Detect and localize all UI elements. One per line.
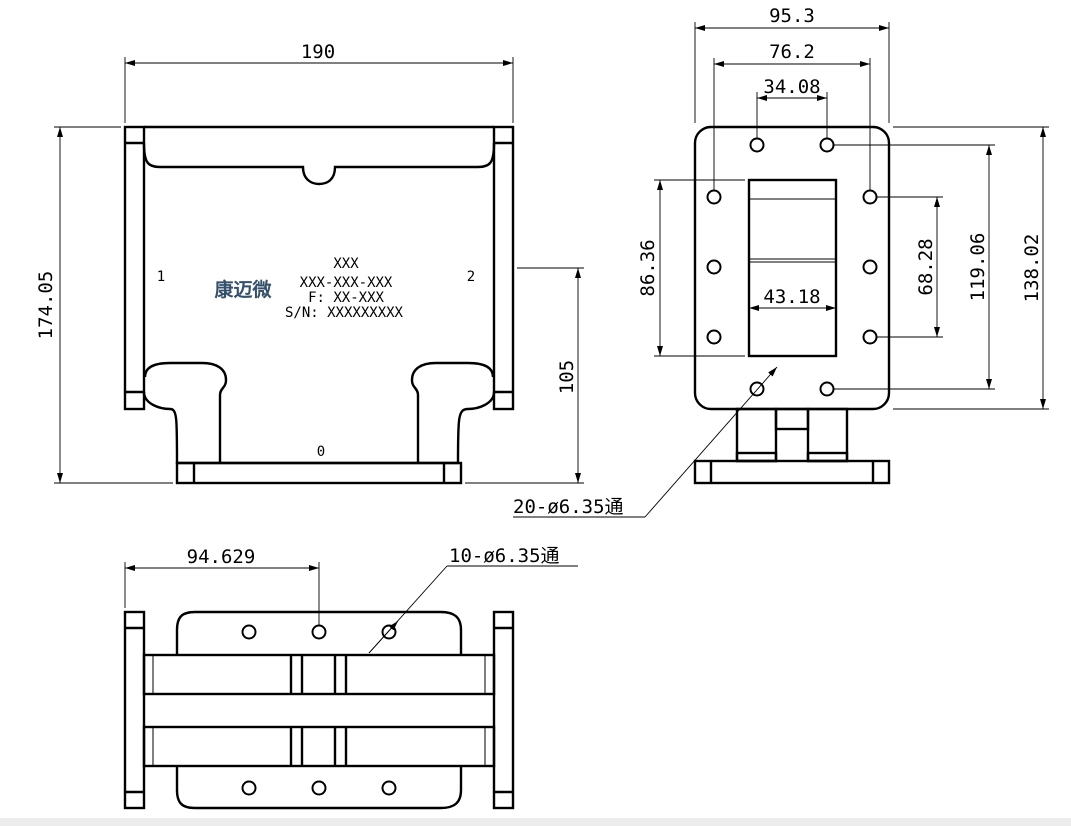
side-hole <box>862 329 878 345</box>
label-line3: F: XX-XXX <box>308 290 384 306</box>
dim-side-outer-width: 95.3 <box>769 5 815 27</box>
left-flange <box>123 125 146 411</box>
side-hole-note: 20-ø6.35通 <box>513 496 624 518</box>
bottom-bar-upper <box>142 653 496 696</box>
bottom-hole-note: 10-ø6.35通 <box>449 545 560 567</box>
side-flange <box>693 125 891 411</box>
bottom-hole <box>241 780 257 796</box>
side-hole <box>819 137 835 153</box>
label-line1: XXX <box>333 256 359 272</box>
dim-side-hole-span: 76.2 <box>769 41 815 63</box>
dim-side-inner-span: 34.08 <box>763 76 820 98</box>
bottom-bar-lower <box>142 725 496 768</box>
side-hole <box>862 259 878 275</box>
side-hole <box>819 381 835 397</box>
side-hole <box>706 259 722 275</box>
side-base-flange <box>693 459 891 485</box>
right-flange <box>492 125 515 411</box>
side-view: 95.3 76.2 34.08 86.36 43.18 68.28 119.06 <box>513 5 1049 518</box>
dim-side-hole-height: 119.06 <box>967 233 989 302</box>
dim-side-total-height: 138.02 <box>1021 234 1043 303</box>
bottom-hole <box>241 624 257 640</box>
front-view: XXX XXX-XXX-XXX F: XX-XXX S/N: XXXXXXXXX… <box>35 41 584 485</box>
side-hole <box>706 329 722 345</box>
bottom-left-flange <box>123 610 146 810</box>
dim-side-inner-height: 68.28 <box>915 238 937 295</box>
dim-front-height: 174.05 <box>35 271 57 340</box>
bottom-top-plate <box>175 610 463 655</box>
side-hole <box>862 189 878 205</box>
dim-port-height: 105 <box>556 360 578 394</box>
bottom-hole <box>311 624 327 640</box>
dim-front-width: 190 <box>301 41 335 63</box>
port-0-label: 0 <box>317 444 325 460</box>
port-1-label: 1 <box>157 269 165 285</box>
bottom-right-flange <box>492 610 515 810</box>
dim-waveguide-height: 86.36 <box>637 239 659 296</box>
label-line4: S/N: XXXXXXXXX <box>285 305 404 321</box>
top-cover <box>142 142 496 186</box>
bottom-view: 94.629 10-ø6.35通 <box>123 545 578 810</box>
side-hole <box>749 137 765 153</box>
bottom-hole <box>311 780 327 796</box>
dim-bottom-offset: 94.629 <box>187 546 256 568</box>
bottom-lower-plate <box>175 766 463 810</box>
bottom-flange <box>175 461 463 485</box>
footer-strip <box>0 818 1071 826</box>
waveguide-aperture <box>747 178 838 358</box>
port-2-label: 2 <box>467 269 475 285</box>
label-line2: XXX-XXX-XXX <box>300 275 393 291</box>
dim-waveguide-width: 43.18 <box>763 286 820 308</box>
brand-logo: 康迈微 <box>214 278 272 301</box>
bottom-hole <box>381 780 397 796</box>
side-hole <box>706 189 722 205</box>
